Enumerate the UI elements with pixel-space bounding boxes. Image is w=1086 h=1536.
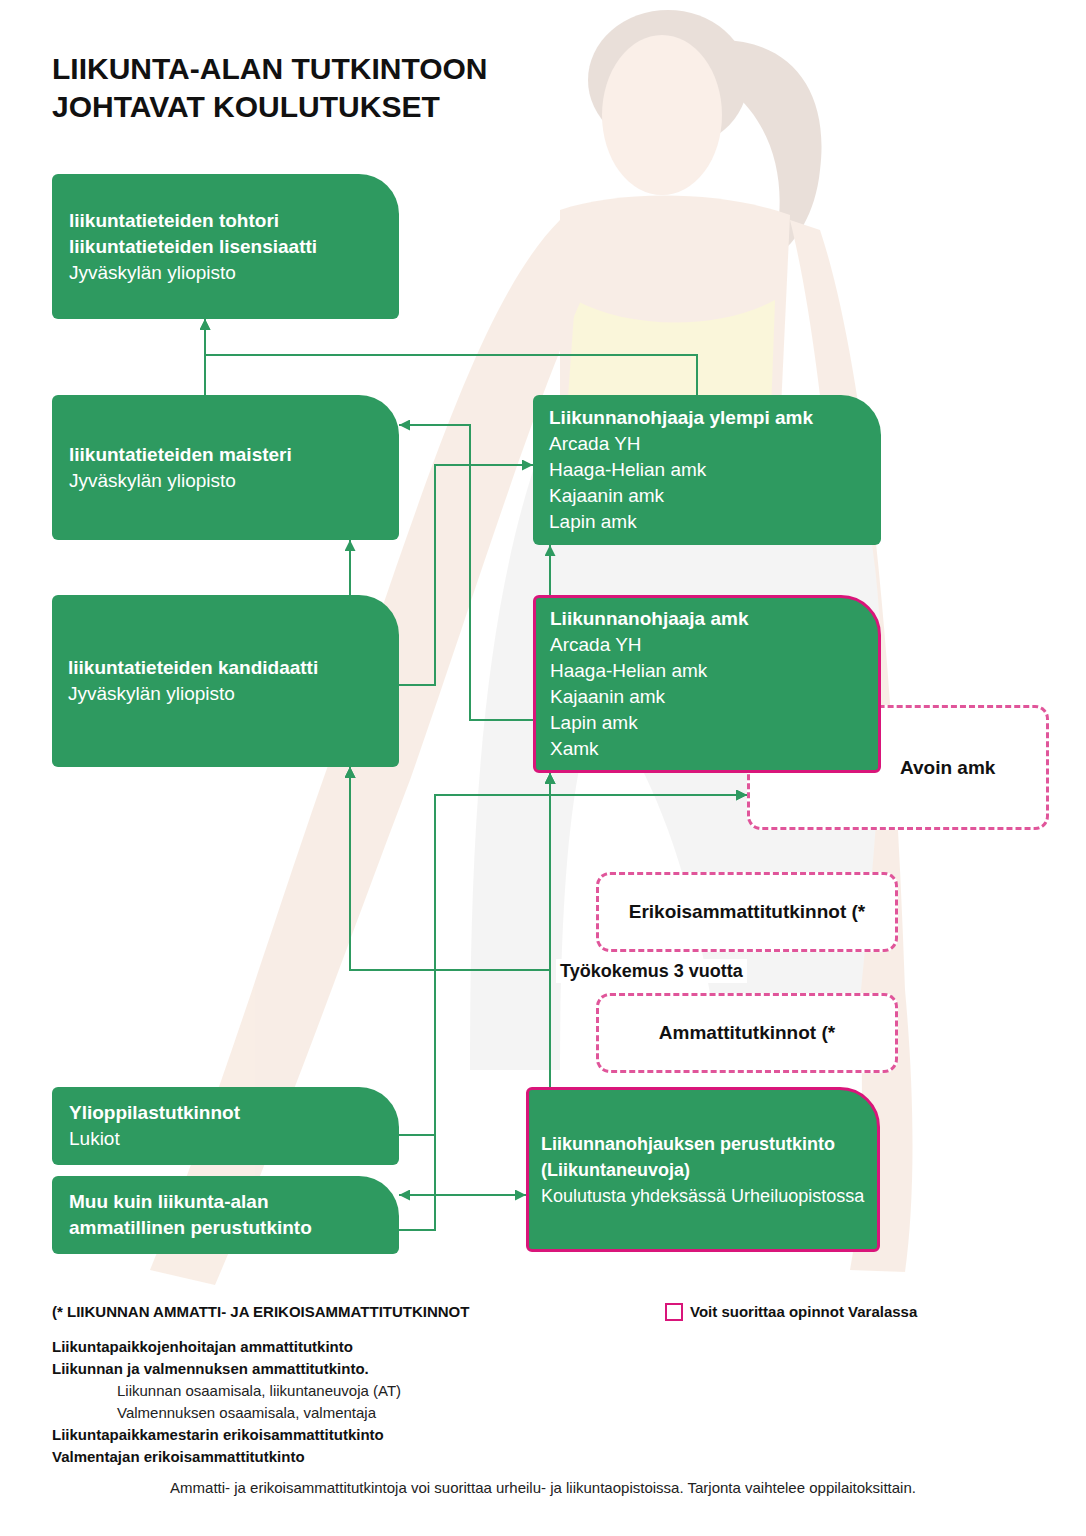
qualification-box: Erikoisammattitutkinnot (* <box>596 872 898 952</box>
connector-arrow <box>549 773 551 1087</box>
degree-box: liikuntatieteiden tohtoriliikuntatieteid… <box>52 174 399 319</box>
box-heading: Muu kuin liikunta-alan ammatillinen peru… <box>69 1189 389 1241</box>
box-text: Lukiot <box>69 1126 389 1152</box>
degree-box-varala: Liikunnanohjauksen perustutkinto (Liikun… <box>526 1087 880 1252</box>
box-heading: Liikunnanohjauksen perustutkinto (Liikun… <box>541 1131 869 1183</box>
footnote-text: Liikunnan osaamisala, liikuntaneuvoja (A… <box>117 1381 637 1401</box>
footnote-text: Liikuntapaikkojenhoitajan ammattitutkint… <box>52 1337 612 1357</box>
degree-box-varala: Liikunnanohjaaja amkArcada YHHaaga-Helia… <box>533 595 881 773</box>
footnote-text: Valmentajan erikoisammattitutkinto <box>52 1447 612 1467</box>
diagram-title: LIIKUNTA-ALAN TUTKINTOON JOHTAVAT KOULUT… <box>52 50 592 126</box>
connector-arrow <box>399 465 533 685</box>
box-text: Kajaanin amk <box>549 483 871 509</box>
box-text: Lapin amk <box>549 509 871 535</box>
box-heading: liikuntatieteiden maisteri <box>69 442 389 468</box>
box-heading: liikuntatieteiden kandidaatti <box>68 655 391 681</box>
connector-arrow <box>399 795 747 1135</box>
box-text: Kajaanin amk <box>550 684 868 710</box>
box-text: Jyväskylän yliopisto <box>68 681 391 707</box>
connector-arrow <box>399 773 550 1135</box>
footnote-text: Liikuntapaikkamestarin erikoisammattitut… <box>52 1425 612 1445</box>
qualification-box: Ammattitutkinnot (* <box>596 993 898 1073</box>
connector-arrow <box>399 1194 526 1196</box>
box-text: Haaga-Helian amk <box>550 658 868 684</box>
box-heading: Ylioppilastutkinnot <box>69 1100 389 1126</box>
connector-arrow <box>205 319 697 395</box>
box-heading: Liikunnanohjaaja amk <box>550 606 868 632</box>
box-text: Arcada YH <box>549 431 871 457</box>
face <box>602 35 722 195</box>
box-heading: Erikoisammattitutkinnot (* <box>609 899 885 925</box>
degree-box: liikuntatieteiden maisteriJyväskylän yli… <box>52 395 399 540</box>
connector-arrow <box>350 767 435 1135</box>
box-text: Haaga-Helian amk <box>549 457 871 483</box>
connector-arrow <box>549 545 551 595</box>
footnote-text: Valmennuksen osaamisala, valmentaja <box>117 1403 637 1423</box>
legend-text: Voit suorittaa opinnot Varalassa <box>690 1302 1070 1322</box>
box-heading: liikuntatieteiden tohtori <box>69 208 389 234</box>
degree-box: liikuntatieteiden kandidaattiJyväskylän … <box>52 595 399 767</box>
box-text: Xamk <box>550 736 868 762</box>
connector-arrow <box>349 540 351 595</box>
box-text: Jyväskylän yliopisto <box>69 260 389 286</box>
box-heading: Ammattitutkinnot (* <box>609 1020 885 1046</box>
footnote-text: Liikunnan ja valmennuksen ammattitutkint… <box>52 1359 612 1379</box>
degree-box: YlioppilastutkinnotLukiot <box>52 1087 399 1165</box>
edge-label: Työkokemus 3 vuotta <box>556 959 747 983</box>
footnote-text: Ammatti- ja erikoisammattitutkintoja voi… <box>40 1478 1046 1498</box>
box-text: Arcada YH <box>550 632 868 658</box>
box-text: Lapin amk <box>550 710 868 736</box>
box-heading: Avoin amk <box>900 755 1038 781</box>
legend-swatch <box>665 1303 683 1321</box>
degree-box: Muu kuin liikunta-alan ammatillinen peru… <box>52 1176 399 1254</box>
connector-arrow <box>399 425 533 720</box>
box-heading: liikuntatieteiden lisensiaatti <box>69 234 389 260</box>
box-text: Koulutusta yhdeksässä Urheiluopistossa <box>541 1183 869 1209</box>
box-heading: Liikunnanohjaaja ylempi amk <box>549 405 871 431</box>
footnote-heading: (* LIIKUNNAN AMMATTI- JA ERIKOISAMMATTIT… <box>52 1302 612 1322</box>
connector-arrow <box>350 767 550 1087</box>
degree-box: Liikunnanohjaaja ylempi amkArcada YHHaag… <box>533 395 881 545</box>
box-text: Jyväskylän yliopisto <box>69 468 389 494</box>
